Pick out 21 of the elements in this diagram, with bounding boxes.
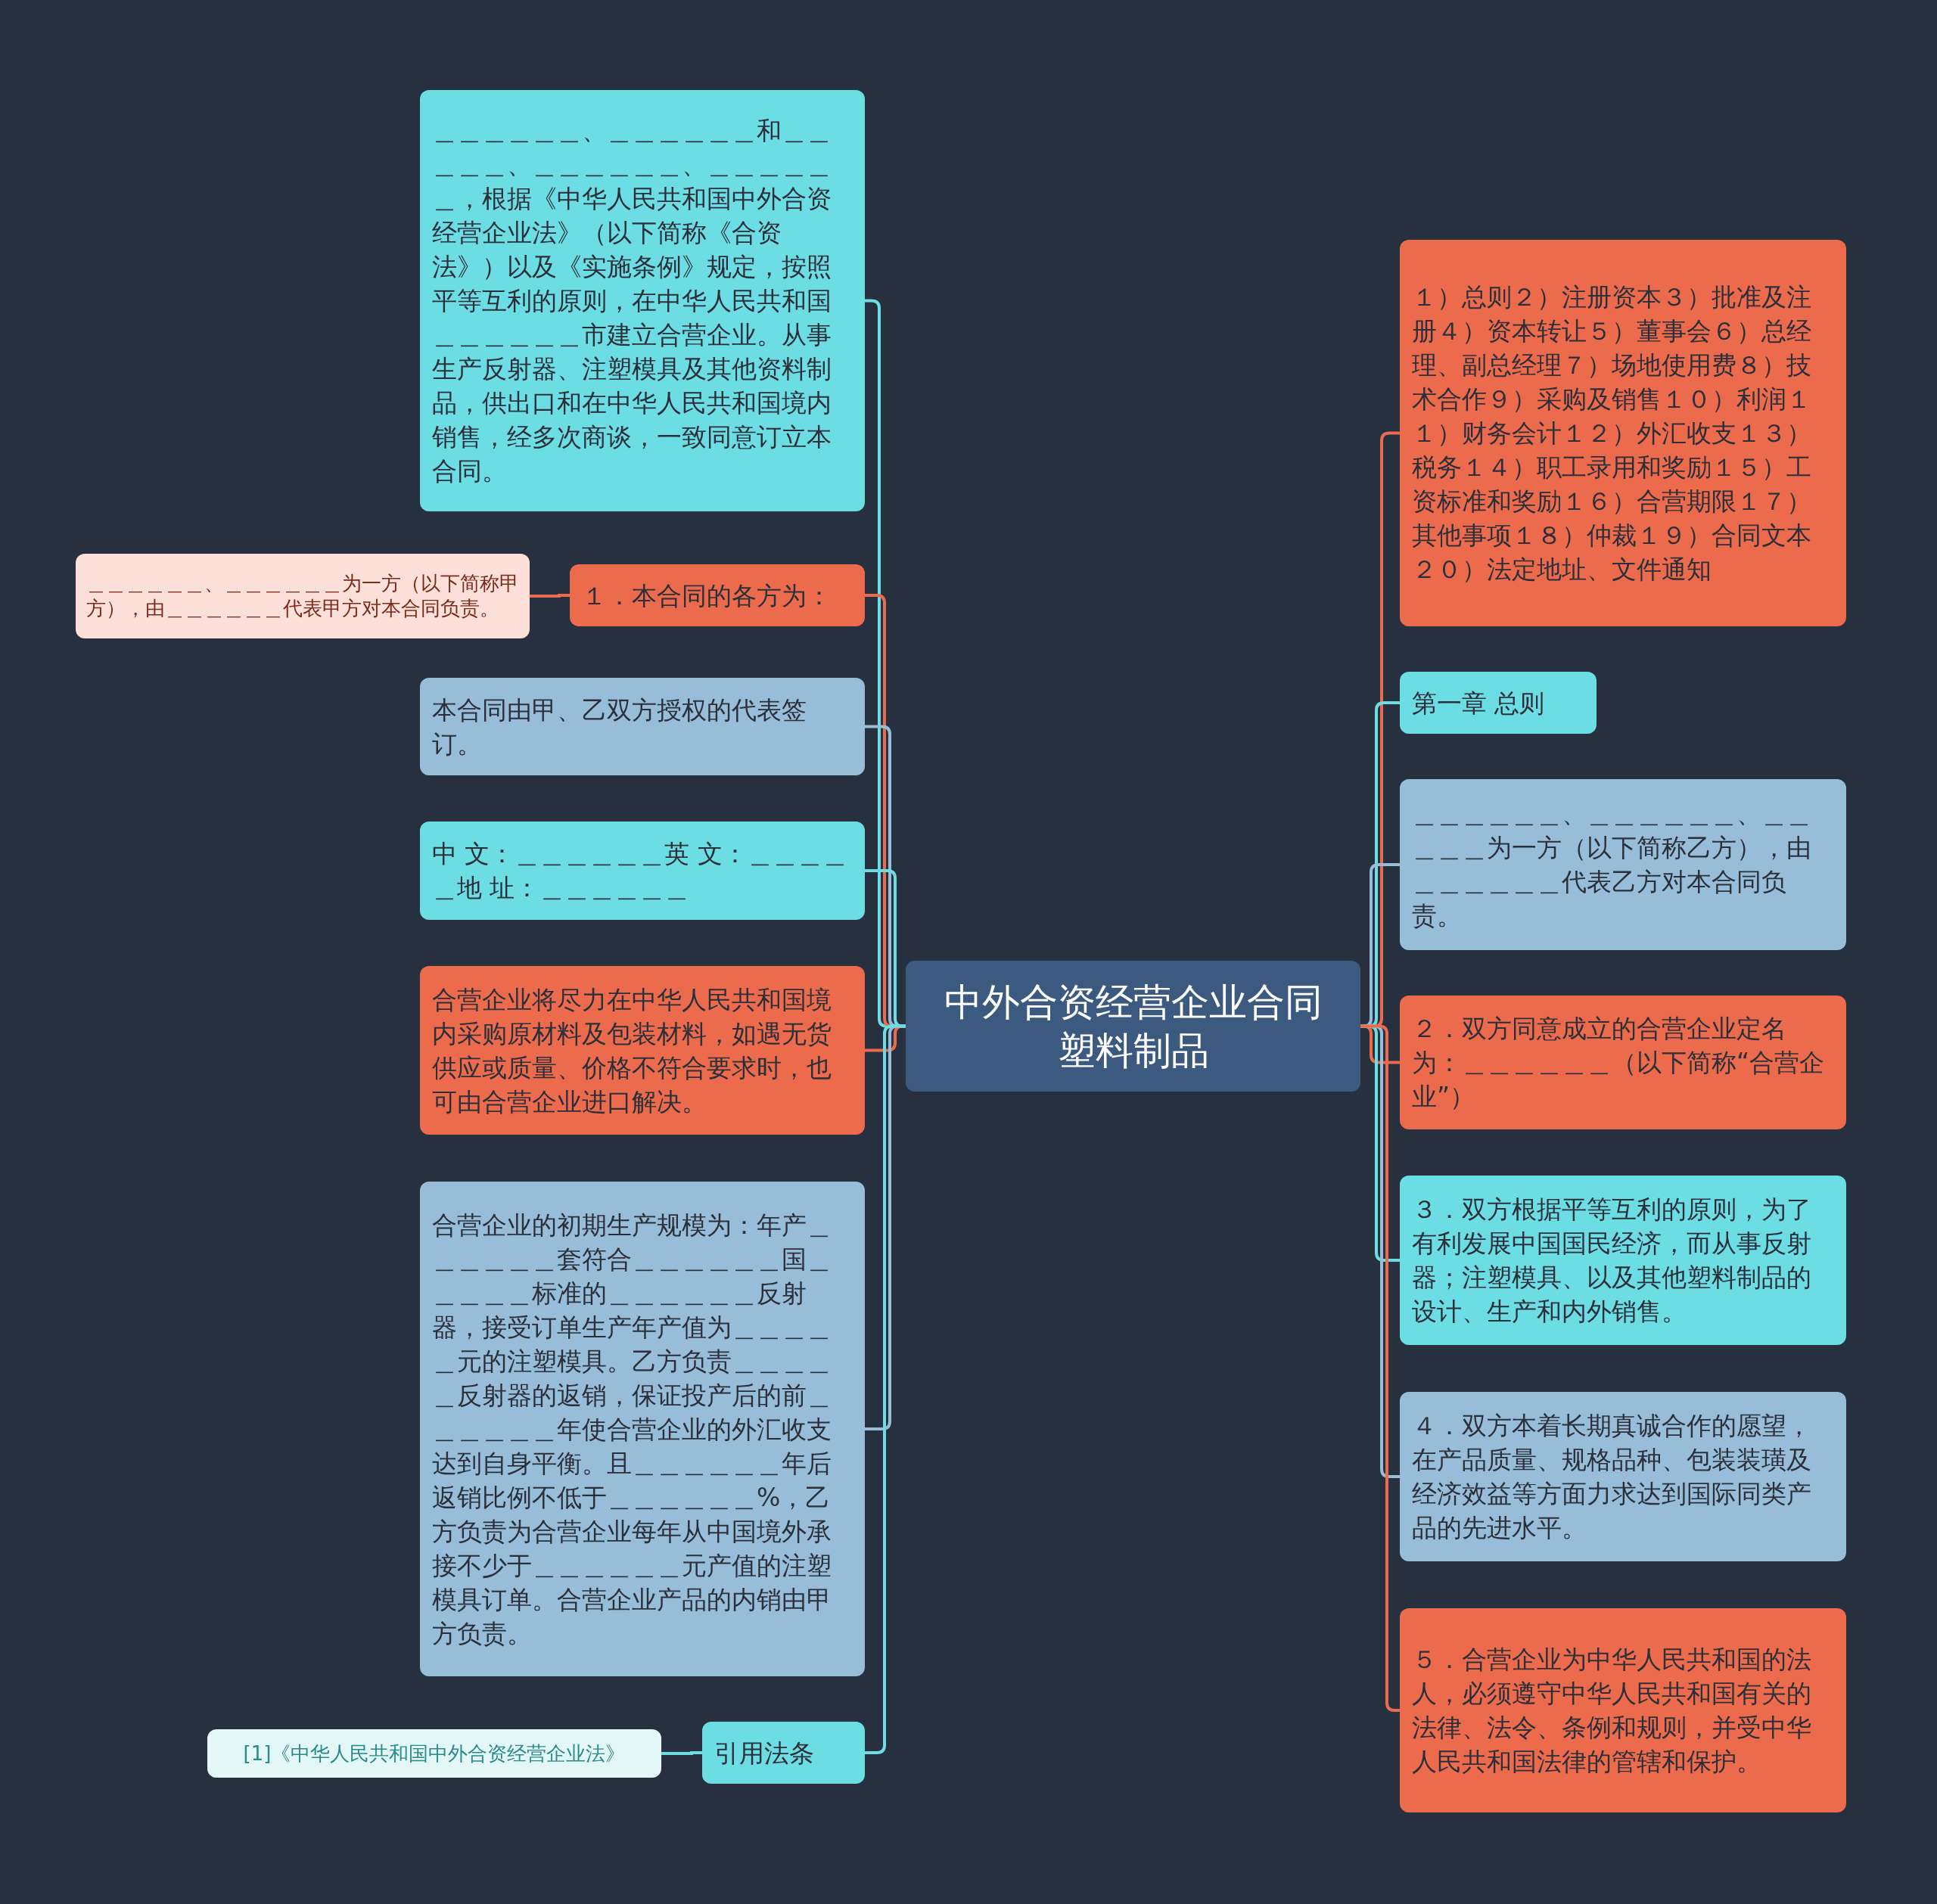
topic-box: 中 文：＿＿＿＿＿＿英 文：＿＿＿＿＿地 址：＿＿＿＿＿＿ <box>420 822 865 920</box>
topic-box: ＿＿＿＿＿＿、＿＿＿＿＿＿和＿＿＿＿＿、＿＿＿＿＿＿、＿＿＿＿＿＿，根据《中华人民共和国中外合资经营企业法》（以下简称《合资法》）以及《实施条例》规定，按照平等互利的原则，在中华人民共和国＿＿＿＿＿＿市建立合营企业。从事生产反射器、注塑模具及其他资料制品，供出口和在中华人民共和国境内销售，经多次商谈，一致同意订立本合同。 <box>420 90 865 511</box>
connector-line <box>661 1751 702 1755</box>
central-topic-box: 中外合资经营企业合同塑料制品 <box>906 961 1360 1092</box>
topic-box: １．本合同的各方为： <box>570 564 865 626</box>
reference-box: [1]《中华人民共和国中外合资经营企业法》 <box>207 1729 661 1778</box>
topic-box: 本合同由甲、乙双方授权的代表签订。 <box>420 678 865 775</box>
connector-line <box>530 594 570 598</box>
topic-box: １）总则２）注册资本３）批准及注册４）资本转让５）董事会６）总经理、副总经理７）场地使用费８）技术合作９）采购及销售１０）利润１１）财务会计１２）外汇收支１３）税务１４）职工录用和奖励１５）工资标准和奖励１６）合营期限１７）其他事项１８）仲裁１９）合同文本２０）法定地址、文件通知 <box>1400 240 1846 626</box>
note-box: ＿＿＿＿＿＿、＿＿＿＿＿＿为一方（以下简称甲方），由＿＿＿＿＿＿代表甲方对本合同负责。 <box>76 554 530 638</box>
topic-box: ２．双方同意成立的合营企业定名为：＿＿＿＿＿＿（以下简称“合营企业”） <box>1400 995 1846 1129</box>
connector-line <box>865 1024 906 1754</box>
connector-line <box>1360 1024 1401 1712</box>
topic-box: 第一章 总则 <box>1400 672 1597 734</box>
topic-box: 合营企业的初期生产规模为：年产＿＿＿＿＿＿套符合＿＿＿＿＿＿国＿＿＿＿＿标准的＿＿＿＿＿＿反射器，接受订单生产年产值为＿＿＿＿＿元的注塑模具。乙方负责＿＿＿＿＿反射器的返销，保证投产后的前＿＿＿＿＿＿年使合营企业的外汇收支达到自身平衡。且＿＿＿＿＿＿年后返销比例不低于＿＿＿＿＿＿%，乙方负责为合营企业每年从中国境外承接不少于＿＿＿＿＿＿元产值的注塑模具订单。合营企业产品的内销由甲方负责。 <box>420 1182 865 1676</box>
topic-box: 引用法条 <box>702 1722 865 1784</box>
topic-box: ５．合营企业为中华人民共和国的法人，必须遵守中华人民共和国有关的法律、法令、条例和规则，并受中华人民共和国法律的管辖和保护。 <box>1400 1608 1846 1812</box>
topic-box: ３．双方根据平等互利的原则，为了有利发展中国国民经济，而从事反射器；注塑模具、以及其他塑料制品的设计、生产和内外销售。 <box>1400 1176 1846 1345</box>
topic-box: ＿＿＿＿＿＿、＿＿＿＿＿＿、＿＿＿＿＿为一方（以下简称乙方），由＿＿＿＿＿＿代表乙方对本合同负责。 <box>1400 779 1846 950</box>
topic-box: ４．双方本着长期真诚合作的愿望，在产品质量、规格品种、包装装璜及经济效益等方面力求达到国际同类产品的先进水平。 <box>1400 1392 1846 1561</box>
topic-box: 合营企业将尽力在中华人民共和国境内采购原材料及包装材料，如遇无货供应或质量、价格不符合要求时，也可由合营企业进口解决。 <box>420 966 865 1135</box>
